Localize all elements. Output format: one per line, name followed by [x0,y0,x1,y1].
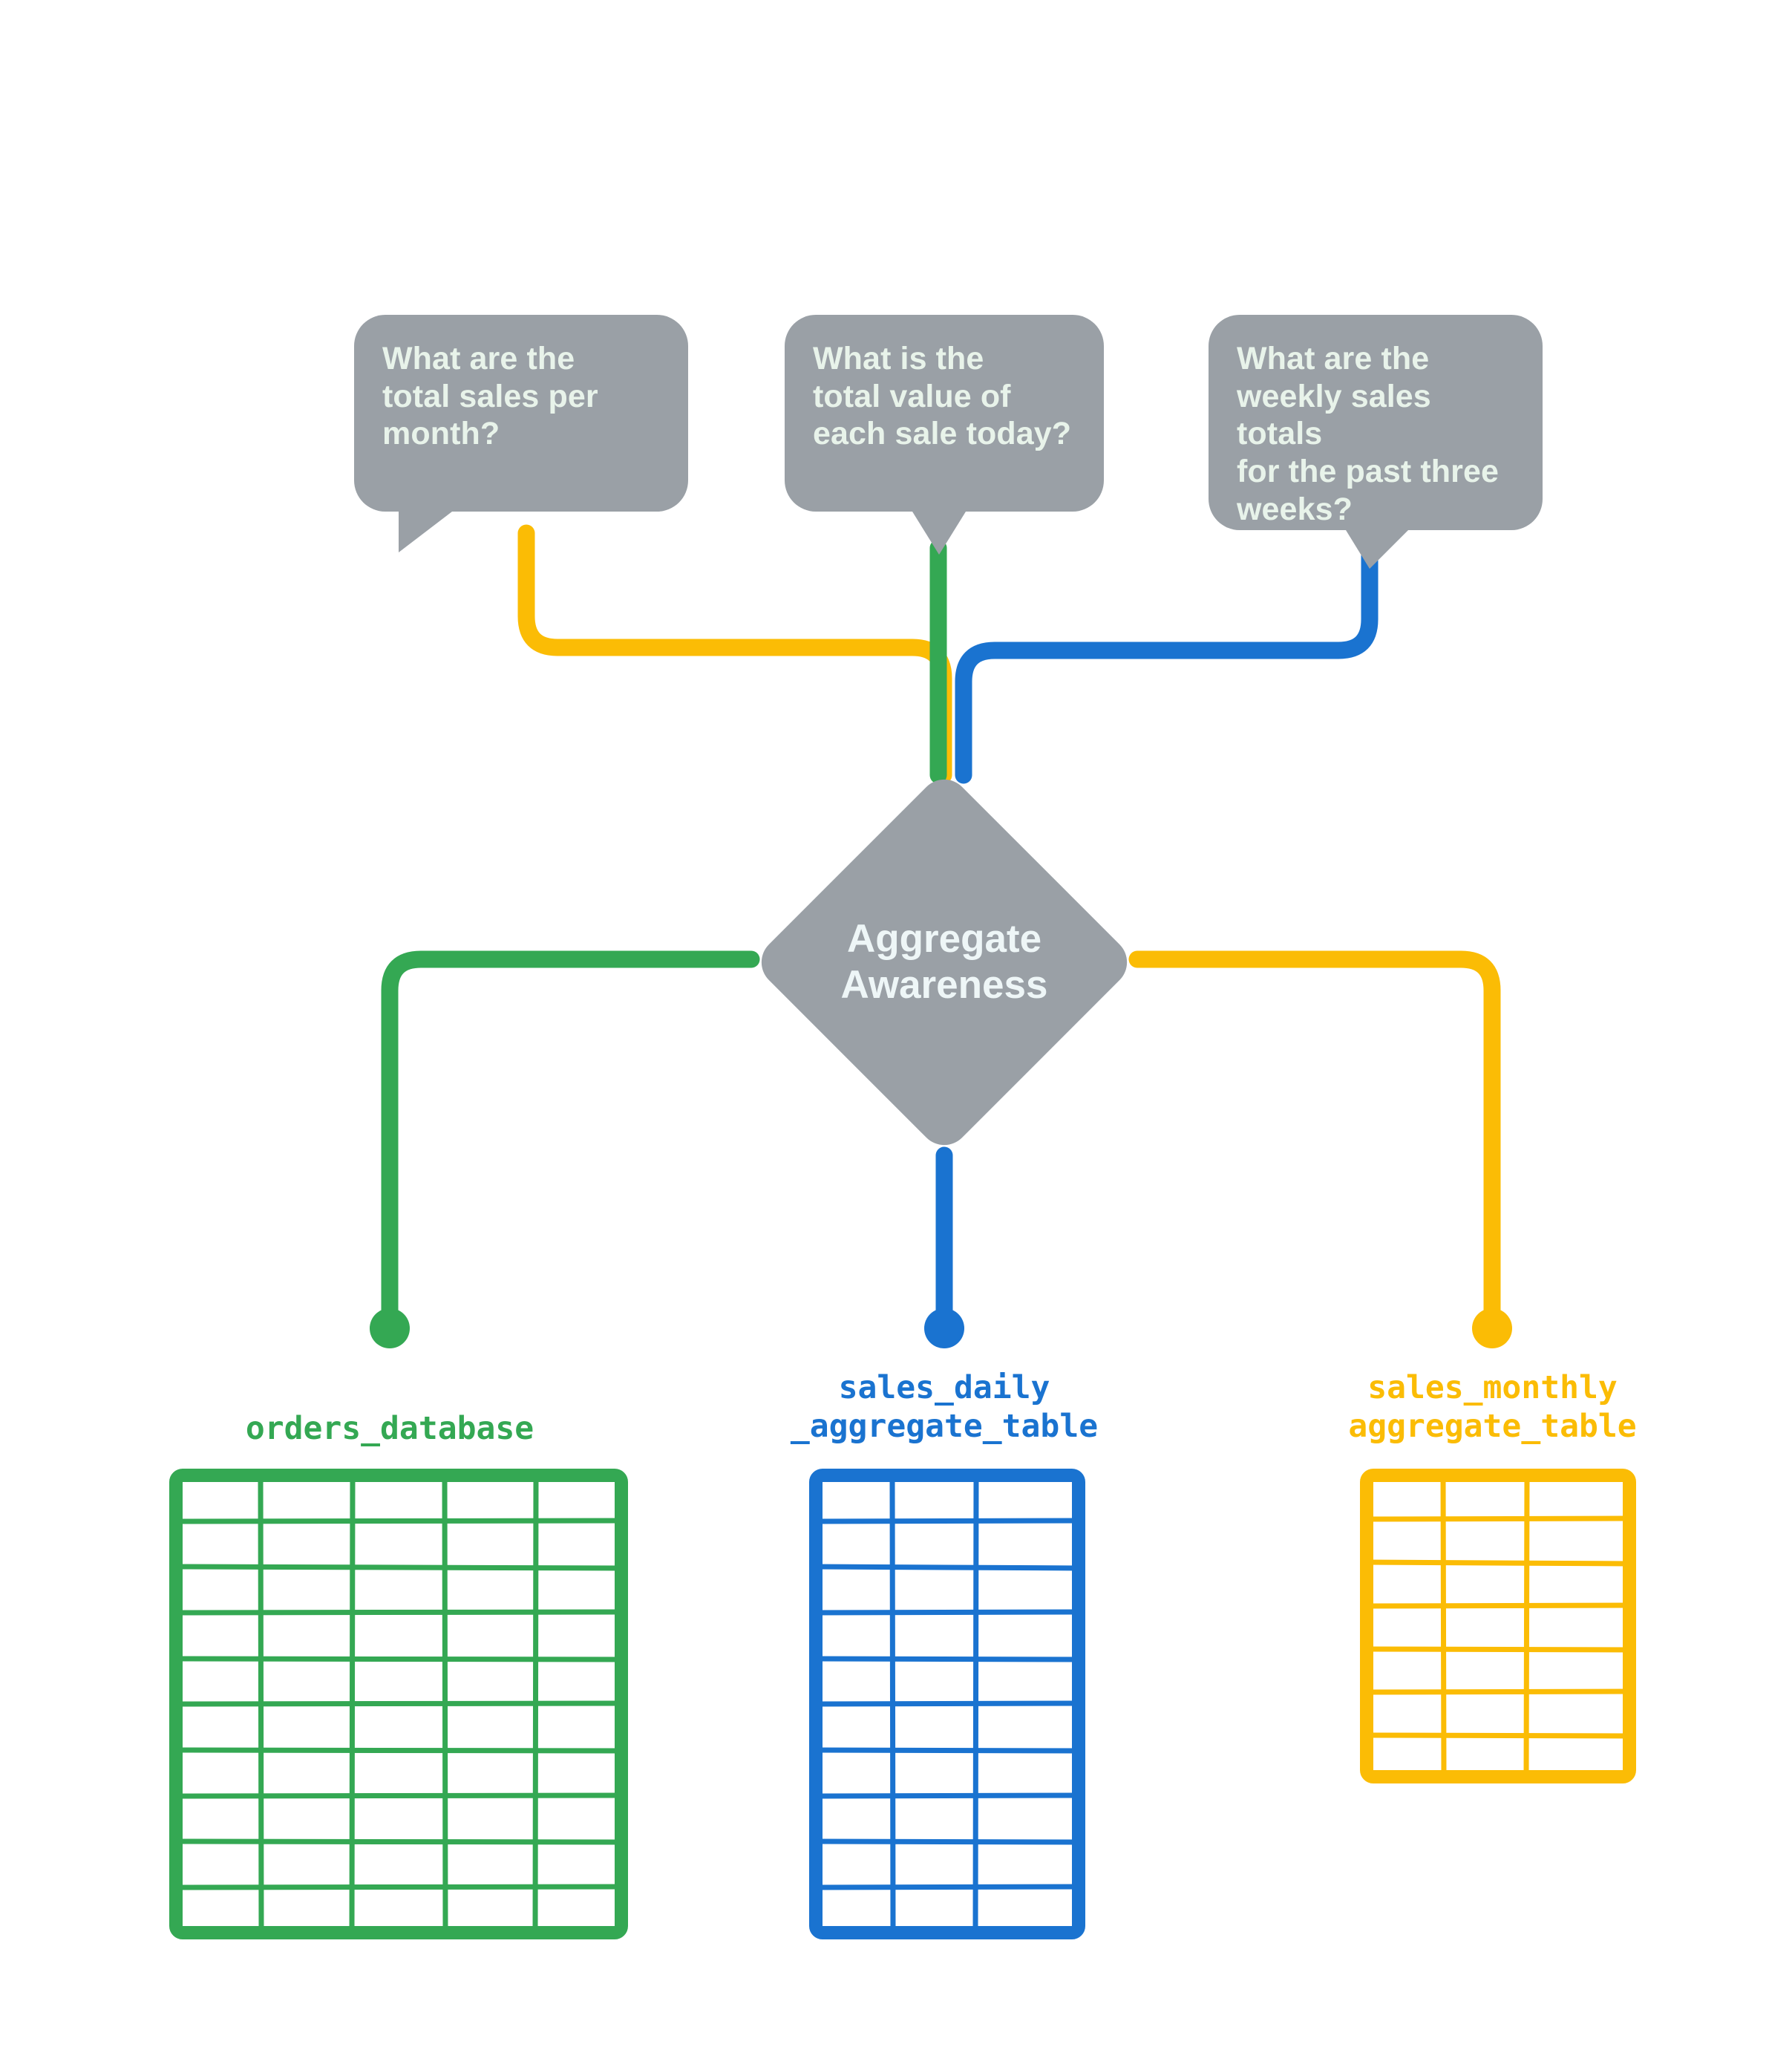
connector-question-monthly [517,524,952,784]
table-grid-border [1360,1469,1636,1783]
endpoint-dot-sales-monthly [1472,1308,1512,1348]
bubble-tail-daily [912,512,966,555]
source-table-orders-database[interactable] [169,1469,628,1939]
source-table-sales-daily[interactable] [809,1469,1085,1939]
connector-source-sales-monthly [1128,950,1501,1334]
diamond-shape [751,768,1138,1156]
bubble-tail-weekly [1346,530,1408,569]
endpoint-dot-sales-daily [924,1308,964,1348]
connector-question-weekly [955,524,1379,784]
question-bubble-weekly[interactable]: What are the weekly sales totals for the… [1209,315,1543,569]
question-bubble-monthly-text: What are the total sales per month? [382,341,598,452]
question-bubble-weekly-text: What are the weekly sales totals for the… [1237,341,1500,527]
table-grid-cells [1364,1472,1633,1781]
source-table-sales-monthly[interactable] [1360,1469,1636,1783]
connector-source-orders [381,950,760,1334]
bubble-tail-monthly [399,512,452,552]
source-label-sales-monthly: sales_monthly aggregate_table [1348,1369,1637,1446]
table-grid-cells [813,1472,1082,1936]
table-grid-border [809,1469,1085,1939]
table-grid-border [169,1469,628,1939]
table-grid-cells [173,1472,625,1936]
question-bubble-daily[interactable]: What is the total value of each sale tod… [785,315,1104,555]
question-bubble-monthly[interactable]: What are the total sales per month? [354,315,688,552]
source-label-sales-daily: sales_daily _aggregate_table [790,1369,1099,1446]
endpoint-dot-orders [370,1308,410,1348]
aggregate-awareness-node[interactable]: Aggregate Awareness [751,768,1138,1156]
question-bubble-daily-text: What is the total value of each sale tod… [813,341,1072,452]
source-label-orders-database: orders_database [245,1410,534,1447]
